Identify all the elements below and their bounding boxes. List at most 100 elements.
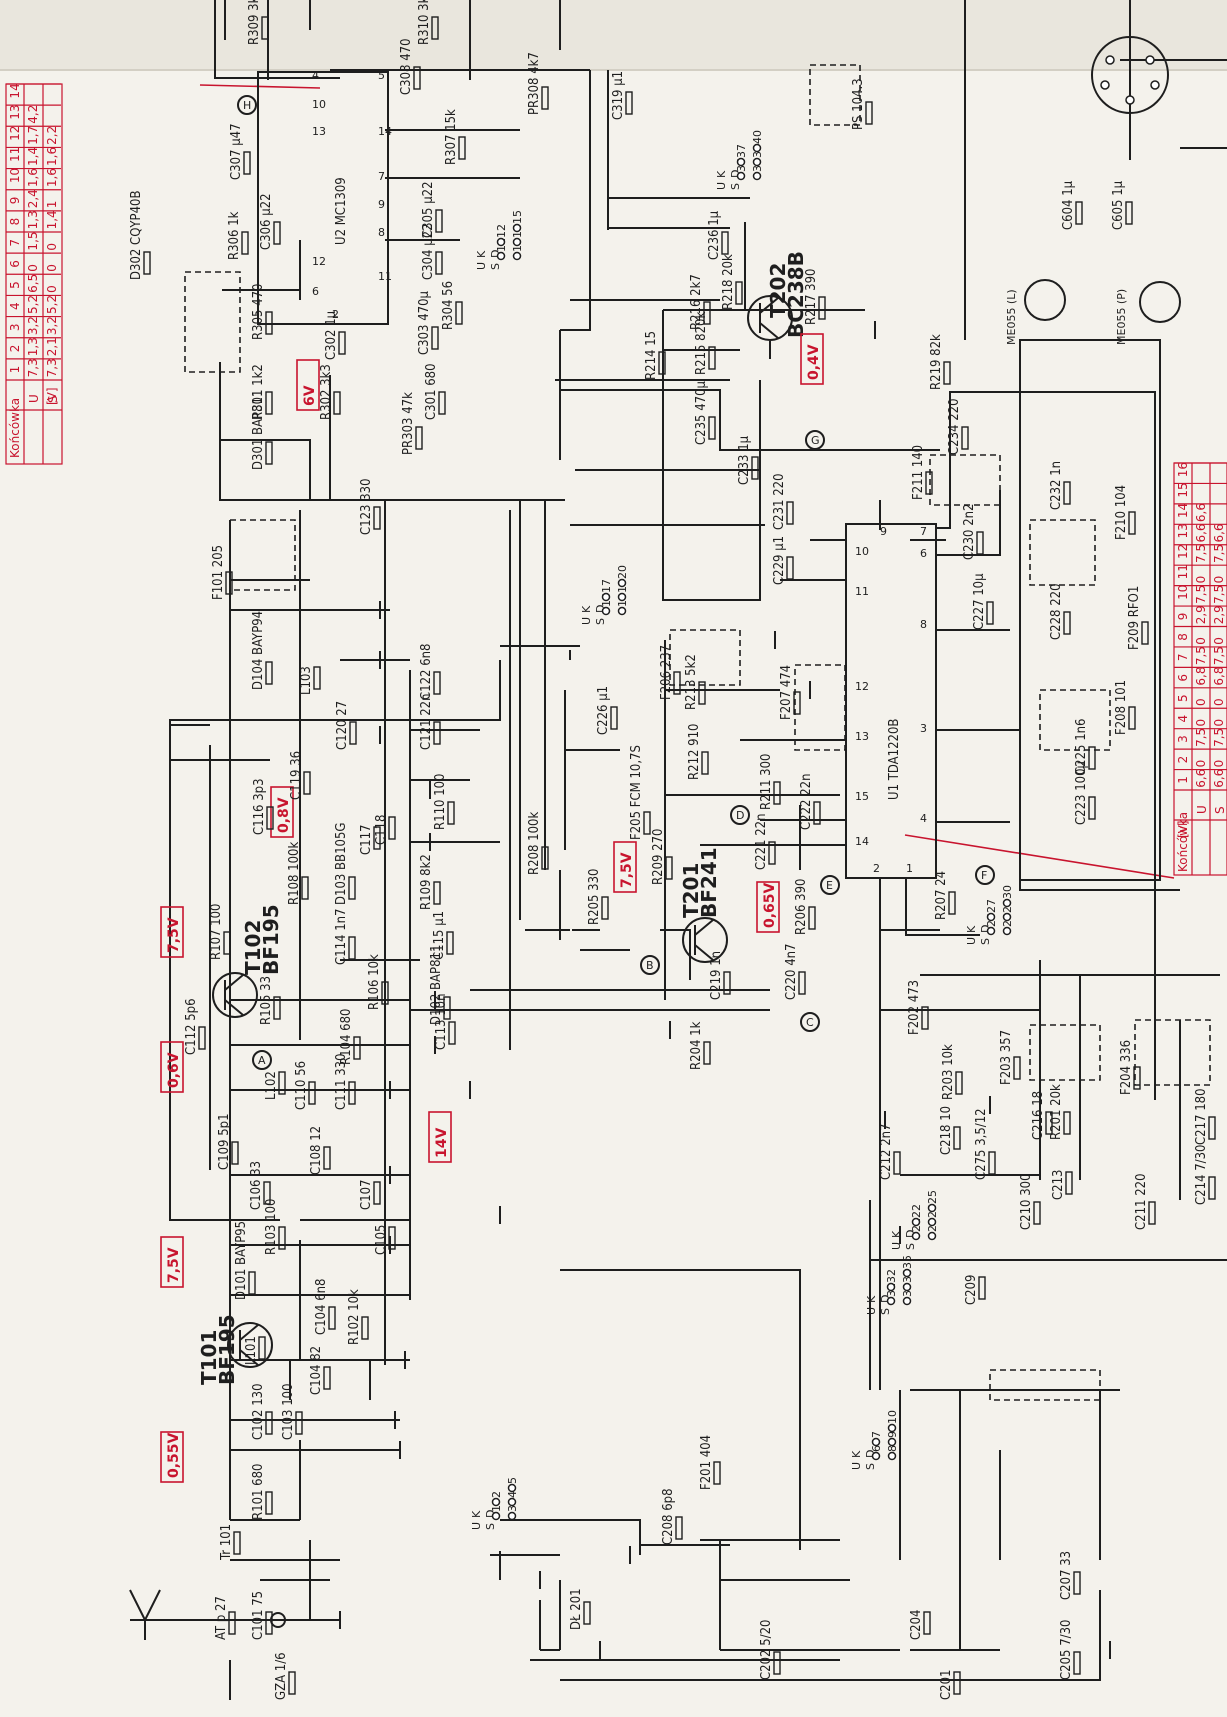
- label-c226: C226 μ1: [596, 686, 611, 735]
- switch-s2-pin-label-6: 6: [870, 1445, 883, 1452]
- table-left-u-5: 6,5: [26, 274, 40, 293]
- table-left-pin-2: 2: [8, 345, 22, 353]
- label-c302: C302 1μ: [324, 310, 339, 360]
- voltage-box: [800, 333, 824, 385]
- label-c231: C231 220: [772, 473, 787, 530]
- symbol-c213: [1065, 1171, 1073, 1195]
- probe-label-g: G: [811, 434, 820, 447]
- table-right-unit: [V]: [1176, 820, 1190, 838]
- label-c303: C303 470μ: [417, 290, 432, 355]
- switch-s7-letter-k: K: [475, 250, 488, 258]
- label-r215: R215 820k: [694, 312, 709, 375]
- label-c120: C120 27: [335, 701, 350, 750]
- symbol-c109: [231, 1141, 239, 1165]
- switch-s1-pin-label-5: 5: [506, 1477, 519, 1484]
- label-c605: C605 1μ: [1111, 180, 1126, 230]
- switch-s3-pin-22: [911, 1217, 921, 1227]
- symbol-r204: [703, 1041, 711, 1065]
- label-r207: R207 24: [934, 871, 949, 920]
- label-c214: C214 7/30: [1194, 1145, 1209, 1205]
- label-pr303: PR303 47k: [401, 392, 416, 455]
- u1-label: U1 TDA1220B: [887, 719, 902, 800]
- switch-s3-pin-23: [927, 1231, 937, 1241]
- label-r217: R217 390: [804, 269, 819, 325]
- symbol-c232: [1063, 481, 1071, 505]
- table-right-s-7: 7,5: [1212, 646, 1226, 665]
- symbol-c218: [953, 1126, 961, 1150]
- table-right-pin-12: 12: [1176, 544, 1190, 559]
- table-right-pin-5: 5: [1176, 694, 1190, 702]
- table-left-pin-5: 5: [8, 281, 22, 289]
- switch-s7-letter-d: D: [489, 250, 502, 258]
- table-left-s-1: 7,3: [45, 358, 59, 377]
- switch-s8-pin-16: [601, 606, 611, 616]
- symbol-c214: [1208, 1176, 1216, 1200]
- symbol-c222: [813, 801, 821, 825]
- table-right-pin-1: 1: [1176, 776, 1190, 784]
- symbol-c305: [435, 209, 443, 233]
- symbol-c122: [433, 671, 441, 695]
- symbol-c233: [751, 456, 759, 480]
- label-c110: C110 56: [294, 1061, 309, 1110]
- symbol-c228: [1063, 611, 1071, 635]
- ground-symbols: [339, 321, 1111, 1659]
- switch-s1-letter-d: D: [484, 1510, 497, 1518]
- symbol-c229: [786, 556, 794, 580]
- table-left-row-u-label: U: [27, 394, 41, 403]
- label-c275: C275 3,5/12: [974, 1108, 989, 1180]
- label-r109: R109 8k2: [419, 854, 434, 910]
- switch-s7-pin-label-12: 12: [495, 224, 508, 238]
- symbol-atp: [228, 1611, 236, 1635]
- switch-s6-pin-39: [752, 157, 762, 167]
- symbol-c113: [448, 1021, 456, 1045]
- symbol-r301: [265, 391, 273, 415]
- switch-s8-pin-17: [601, 592, 611, 602]
- label-f101: F101 205: [211, 545, 226, 600]
- label-r104: R104 680: [339, 1009, 354, 1065]
- switch-s2-pin-7: [871, 1437, 881, 1447]
- symbol-l101: [258, 1336, 266, 1360]
- symbol-c115: [446, 931, 454, 955]
- symbol-c121: [433, 721, 441, 745]
- table-left-pin-12: 12: [8, 126, 22, 141]
- switch-s1-pin-label-4: 4: [506, 1491, 519, 1498]
- label-f206: F206 237: [659, 645, 674, 700]
- switch-s3-letter-d: D: [904, 1230, 917, 1238]
- u2-label: U2 MC1309: [334, 177, 349, 245]
- label-r214: R214 15: [644, 331, 659, 380]
- label-r301: R301 1k2: [251, 364, 266, 420]
- probe-point-g: [805, 430, 825, 450]
- table-right-pin-3: 3: [1176, 735, 1190, 743]
- label-r201: R201 20k: [1049, 1084, 1064, 1140]
- symbol-c210: [1033, 1201, 1041, 1225]
- svg-text:14: 14: [378, 125, 392, 138]
- svg-text:11: 11: [378, 270, 392, 283]
- label-c109: C109 5p1: [217, 1113, 232, 1170]
- t202-id: T202: [766, 263, 790, 318]
- table-right-s-4: 0: [1212, 719, 1226, 727]
- symbol-c225: [1088, 746, 1096, 770]
- symbol-tr101: [233, 1531, 241, 1555]
- switch-s5-pin-32: [886, 1282, 896, 1292]
- table-left-s-12: 2,2: [45, 126, 59, 145]
- symbol-f209: [1141, 621, 1149, 645]
- table-left-pin-4: 4: [8, 302, 22, 310]
- switch-s4-pin-26: [986, 926, 996, 936]
- switch-s8-pin-19: [617, 592, 627, 602]
- label-pr308: PR308 4k7: [527, 52, 542, 115]
- symbol-c202: [773, 1651, 781, 1675]
- switch-s2-pin-label-10: 10: [886, 1410, 899, 1424]
- switch-s4-pin-label-30: 30: [1001, 885, 1014, 899]
- voltage-box: [160, 1041, 184, 1093]
- probe-point-c: [800, 1012, 820, 1032]
- label-c229: C229 μ1: [772, 536, 787, 585]
- symbol-f202: [921, 1006, 929, 1030]
- voltage-box: [756, 881, 780, 933]
- probe-point-h: [237, 95, 257, 115]
- label-r304: R304 56: [441, 281, 456, 330]
- label-c222: C222 22n: [799, 774, 814, 831]
- table-right-u-4: 0: [1194, 719, 1208, 727]
- symbol-c123: [373, 506, 381, 530]
- symbol-d103: [348, 876, 356, 900]
